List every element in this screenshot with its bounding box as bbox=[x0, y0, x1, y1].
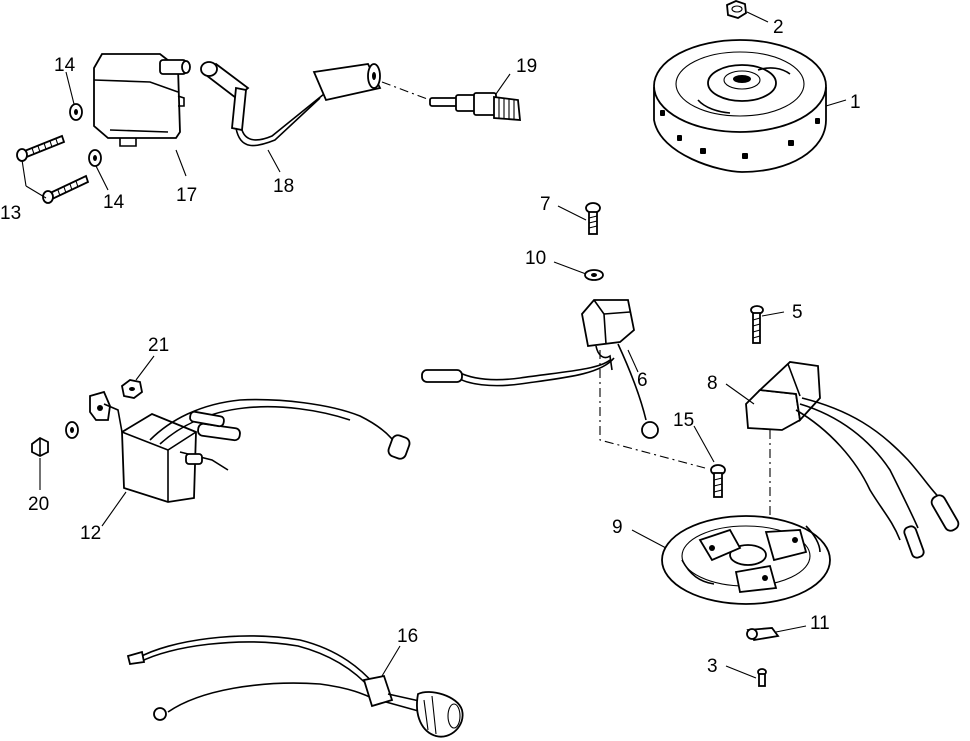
callout-3: 3 bbox=[707, 656, 718, 677]
callout-14-upper: 14 bbox=[54, 55, 76, 76]
ignition-coil-hardware bbox=[16, 103, 102, 204]
callout-19: 19 bbox=[516, 56, 537, 77]
high-tension-lead bbox=[200, 61, 382, 147]
callout-10: 10 bbox=[525, 248, 546, 269]
alignment-line bbox=[599, 350, 706, 469]
callout-17: 17 bbox=[176, 185, 197, 206]
callout-21: 21 bbox=[148, 335, 169, 356]
charge-coil bbox=[421, 299, 659, 439]
stator-screw bbox=[757, 668, 767, 687]
power-pack-screw bbox=[31, 436, 49, 458]
callout-6: 6 bbox=[637, 370, 648, 391]
charge-coil-screw bbox=[585, 202, 601, 235]
callout-8: 8 bbox=[707, 373, 718, 394]
power-pack bbox=[89, 390, 411, 503]
power-pack-nut bbox=[121, 379, 143, 399]
callout-12: 12 bbox=[80, 523, 101, 544]
spark-plug bbox=[429, 92, 522, 121]
stator-plate bbox=[661, 515, 831, 605]
leader-lines bbox=[21, 11, 847, 679]
callout-labels: 1 2 3 5 6 7 8 9 10 11 12 13 14 14 15 16 … bbox=[0, 17, 861, 677]
ignition-coil bbox=[93, 53, 191, 147]
power-pack-washer bbox=[65, 421, 79, 439]
callout-15: 15 bbox=[673, 410, 694, 431]
callout-9: 9 bbox=[612, 517, 623, 538]
callout-11: 11 bbox=[810, 613, 830, 634]
flywheel bbox=[653, 39, 827, 173]
callout-18: 18 bbox=[273, 176, 294, 197]
plate-screw bbox=[710, 464, 726, 498]
callout-14-lower: 14 bbox=[103, 192, 125, 213]
stop-wire-harness bbox=[126, 635, 464, 738]
leader-line bbox=[381, 81, 431, 101]
wire-clip bbox=[746, 627, 780, 641]
callout-5: 5 bbox=[792, 302, 803, 323]
callout-1: 1 bbox=[850, 92, 861, 113]
flywheel-nut bbox=[726, 0, 747, 19]
timer-base-sensor bbox=[745, 361, 960, 559]
callout-13: 13 bbox=[0, 203, 21, 224]
callout-20: 20 bbox=[28, 494, 49, 515]
callout-7: 7 bbox=[540, 194, 551, 215]
callout-16: 16 bbox=[397, 626, 418, 647]
callout-2: 2 bbox=[773, 17, 784, 38]
sensor-screw bbox=[750, 305, 764, 344]
coil-washer bbox=[584, 269, 604, 281]
